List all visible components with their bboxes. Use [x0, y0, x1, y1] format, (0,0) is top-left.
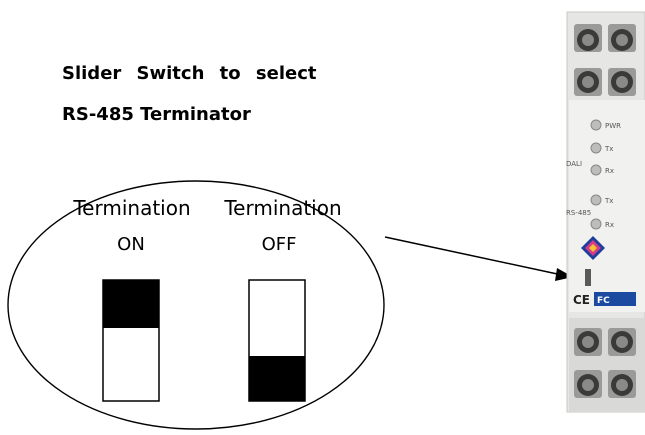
- brand-logo-icon: [581, 236, 605, 260]
- switch-off-title: Termination: [223, 196, 341, 220]
- pointer-arrow-line: [384, 236, 563, 276]
- fcc-label-icon: [594, 292, 636, 306]
- led-label-tx-dali: Tx: [604, 145, 613, 153]
- zoom-ellipse: [7, 180, 385, 430]
- switch-on-slider: [103, 280, 159, 328]
- caption-line-1: Slider Switch to select: [62, 63, 317, 84]
- switch-on-state: ON: [117, 234, 145, 255]
- device-slider-switch: [585, 269, 591, 286]
- led-label-pwr: PWR: [605, 122, 621, 130]
- fcc-mark: FC: [597, 296, 610, 306]
- ce-mark: CE: [573, 293, 590, 307]
- din-rail-device: PWR Tx Rx Tx Rx DALI RS-485 CE FC: [566, 11, 645, 413]
- led-label-tx-rs485: Tx: [604, 197, 613, 205]
- caption-line-2: RS-485 Terminator: [62, 104, 251, 125]
- led-label-rx-dali: Rx: [605, 167, 614, 175]
- switch-off-slider: [249, 356, 305, 401]
- group-label-dali: DALI: [566, 160, 582, 168]
- switch-off-state: OFF: [262, 234, 297, 255]
- bottom-terminal-screws: [569, 318, 645, 412]
- led-label-rx-rs485: Rx: [605, 221, 614, 229]
- group-label-rs485: RS-485: [566, 209, 591, 217]
- top-terminal-screws: [574, 24, 636, 96]
- status-leds: PWR Tx Rx Tx Rx DALI RS-485: [566, 119, 621, 230]
- switch-on-title: Termination: [72, 196, 190, 220]
